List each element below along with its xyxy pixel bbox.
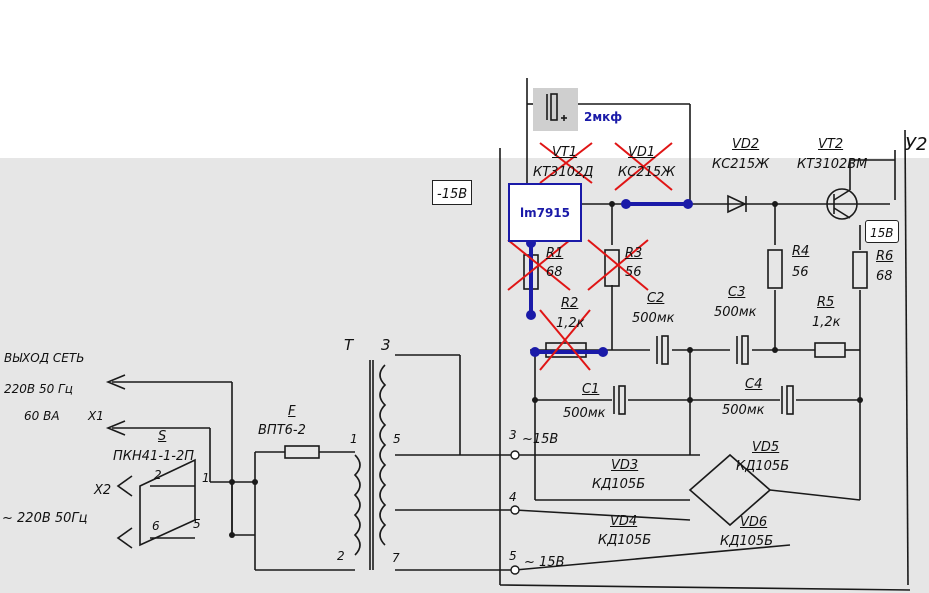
- switch-type: ПКН41-1-2П: [113, 449, 195, 464]
- vd1-type: КС215Ж: [618, 165, 676, 180]
- pin-1: 1: [202, 471, 210, 485]
- r1-value: 68: [546, 265, 563, 280]
- inlet-ref: Х2: [94, 483, 112, 498]
- vd3-ref: VD3: [611, 458, 639, 473]
- inlet-text: ~ 220В 50Гц: [2, 511, 88, 526]
- vd6-ref: VD6: [740, 515, 768, 530]
- vt2-type: КТ3102ВМ: [797, 157, 868, 172]
- outlet-line2: 220В 50 Гц: [4, 382, 73, 396]
- vd6-type: КД105Б: [720, 534, 774, 549]
- c2-value: 500мк: [632, 311, 675, 326]
- added-capacitor-symbol: [533, 88, 578, 131]
- transformer-ref: Т: [344, 336, 354, 354]
- frame-line-bottom: [499, 584, 911, 591]
- transformer-secondary: [379, 364, 387, 546]
- vt2-ref: VT2: [818, 137, 844, 152]
- switch-ref: S: [158, 429, 167, 444]
- r2-value: 1,2к: [556, 316, 585, 331]
- ac15-label-b: ~ 15В: [524, 555, 565, 570]
- pin-6: 6: [152, 519, 160, 533]
- winding-pin-1: 1: [350, 432, 358, 446]
- r6-body: [852, 251, 868, 289]
- r1-ref: R1: [546, 246, 564, 261]
- blue-modification-wires: [529, 202, 688, 354]
- outlet-line1: ВЫХОД СЕТЬ: [4, 351, 85, 365]
- scanned-sheet: [0, 158, 929, 593]
- r6-value: 68: [876, 269, 893, 284]
- r4-ref: R4: [792, 244, 810, 259]
- vd1-ref: VD1: [628, 145, 656, 160]
- outlet-ref: Х1: [88, 409, 104, 423]
- vd2-type: КС215Ж: [712, 157, 770, 172]
- r3-body: [604, 249, 620, 287]
- vd3-type: КД105Б: [592, 477, 646, 492]
- transformer-winding: 3: [381, 336, 391, 354]
- fuse-body: [284, 445, 320, 459]
- vd5-type: КД105Б: [736, 459, 790, 474]
- winding-pin-2: 2: [337, 549, 345, 563]
- minus15-box: -15В: [432, 180, 473, 205]
- v15-box: 15В: [865, 220, 899, 243]
- c3-ref: С3: [728, 285, 746, 300]
- ac15-label-a: ~15В: [522, 432, 559, 447]
- vd5-ref: VD5: [752, 440, 780, 455]
- r3-value: 56: [625, 265, 642, 280]
- vd2-ref: VD2: [732, 137, 760, 152]
- c2-ref: С2: [647, 291, 665, 306]
- r5-ref: R5: [817, 295, 835, 310]
- pin-5: 5: [193, 517, 201, 531]
- winding-pin-5: 5: [393, 432, 401, 446]
- vt1-type: КТ3102Д: [533, 165, 594, 180]
- c1-value: 500мк: [563, 406, 606, 421]
- r5-value: 1,2к: [812, 315, 841, 330]
- node-5: 5: [509, 549, 517, 563]
- added-cap-label: 2мкф: [584, 110, 623, 124]
- red-cross-outs: [507, 142, 673, 371]
- transformer-primary: [353, 454, 361, 556]
- v15-label: 15В: [870, 226, 894, 240]
- winding-pin-7: 7: [392, 551, 400, 565]
- fuse-type: ВПТ6-2: [258, 423, 306, 438]
- r6-ref: R6: [876, 249, 894, 264]
- c3-value: 500мк: [714, 305, 757, 320]
- minus15-label: -15В: [437, 187, 468, 202]
- vt1-ref: VT1: [552, 145, 578, 160]
- c1-ref: С1: [582, 382, 600, 397]
- r5-body: [814, 342, 846, 358]
- node-3: 3: [509, 428, 517, 442]
- r4-value: 56: [792, 265, 809, 280]
- edge-mark: У2: [905, 134, 928, 155]
- frame-line-right: [904, 129, 909, 586]
- regulator-label: lm7915: [519, 205, 570, 220]
- vd4-ref: VD4: [610, 514, 638, 529]
- c4-value: 500мк: [722, 403, 765, 418]
- r4-body: [767, 249, 783, 289]
- fuse-ref: F: [288, 404, 296, 419]
- capacitor-icon: [546, 93, 567, 121]
- node-4: 4: [509, 490, 517, 504]
- outlet-line3: 60 ВА: [24, 409, 60, 423]
- regulator-box: lm7915: [508, 183, 582, 242]
- r3-ref: R3: [625, 246, 643, 261]
- pin-2: 2: [154, 468, 162, 482]
- vd4-type: КД105Б: [598, 533, 652, 548]
- c4-ref: С4: [745, 377, 763, 392]
- r2-ref: R2: [561, 296, 579, 311]
